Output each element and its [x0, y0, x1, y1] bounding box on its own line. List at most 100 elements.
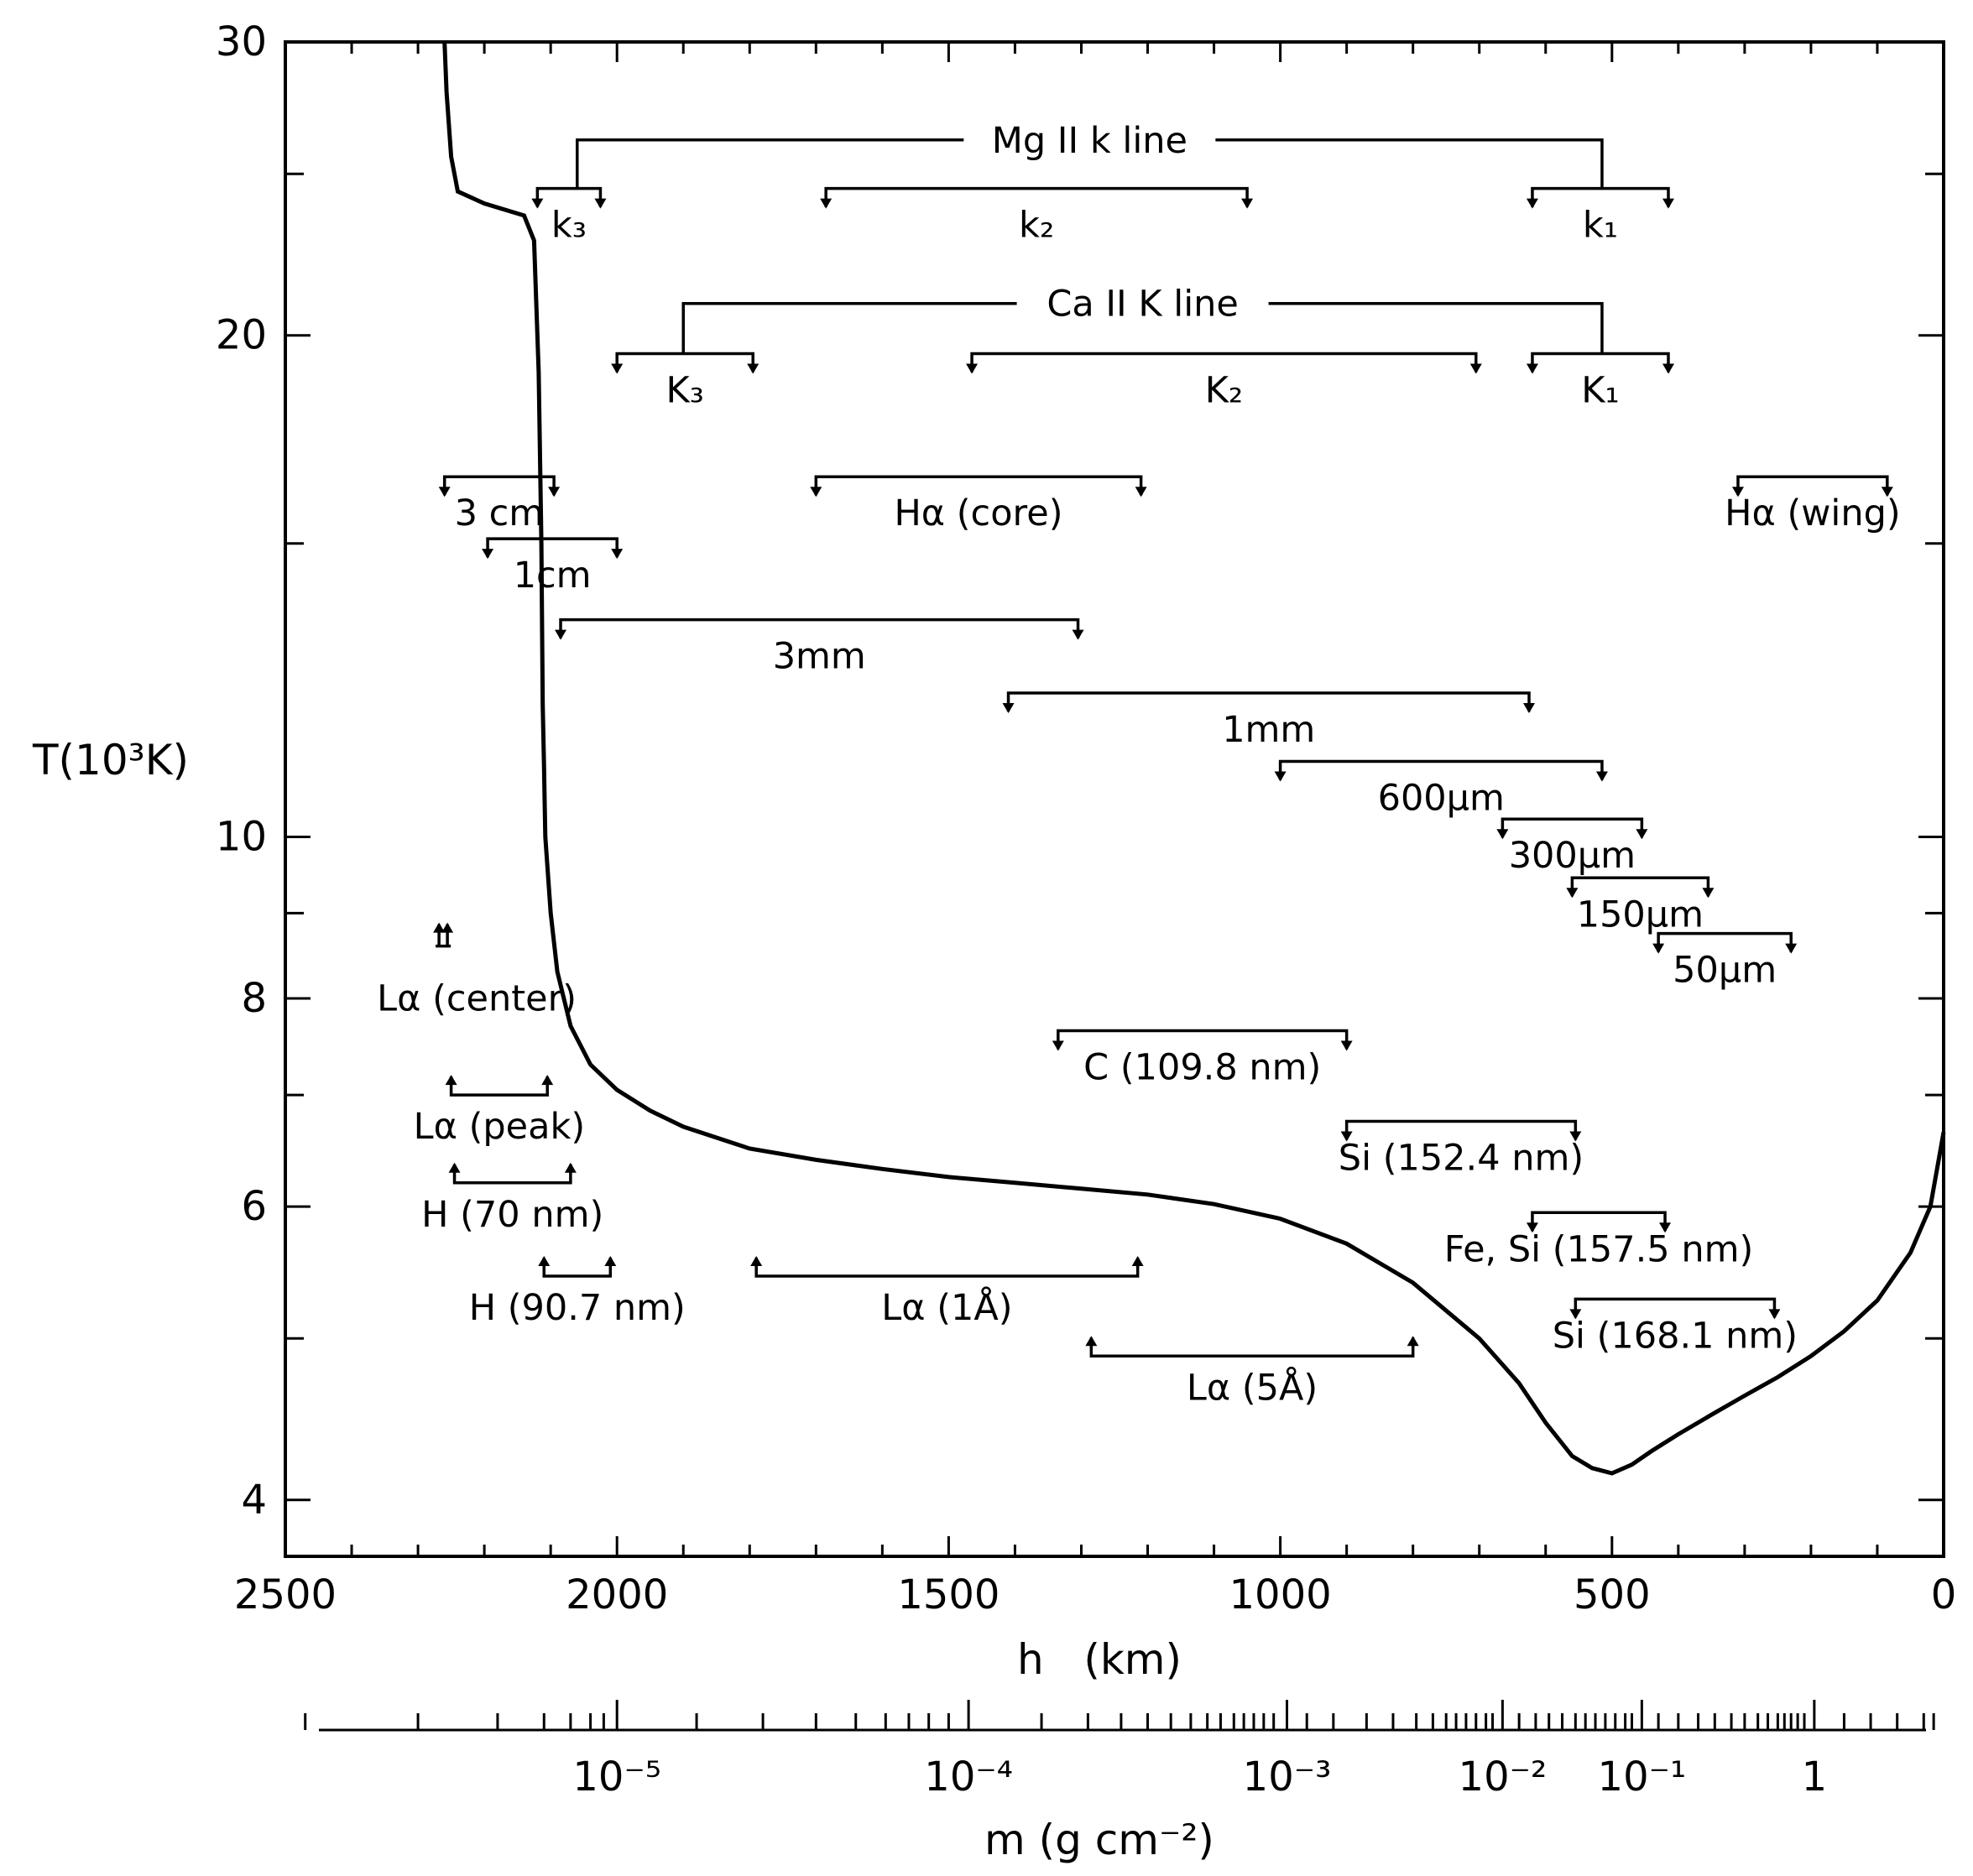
bracket-label: k₂ [1019, 205, 1054, 247]
bracket-arrow [750, 1255, 763, 1266]
bracket-arrow [548, 487, 561, 498]
bracket-label: Si (168.1 nm) [1553, 1315, 1798, 1357]
bracket-label: k₃ [551, 205, 587, 247]
line-group-label-bg [1016, 278, 1269, 329]
bracket-label: K₃ [665, 370, 703, 412]
bracket [1657, 931, 1793, 952]
bracket-label: Hα (core) [894, 492, 1062, 534]
bracket-arrow [441, 922, 454, 933]
bracket-arrow [445, 1075, 457, 1086]
bracket-arrow [1731, 487, 1744, 498]
bracket-arrow [1274, 771, 1287, 782]
bracket-arrow [438, 487, 451, 498]
mass-tick-label: 10⁻² [1459, 1754, 1548, 1800]
bracket-label: 3mm [773, 636, 866, 678]
bracket-arrow [1340, 1040, 1353, 1051]
bracket-arrow [1002, 703, 1015, 714]
bracket-arrow [820, 198, 833, 209]
bracket-arrow [1340, 1131, 1353, 1142]
bracket [615, 352, 754, 373]
bracket [1736, 475, 1889, 496]
bracket-arrow [810, 487, 822, 498]
x-tick-label: 500 [1574, 1571, 1651, 1618]
bracket-label: 600μm [1378, 777, 1505, 819]
bracket-arrow [1785, 943, 1798, 954]
bracket [814, 475, 1143, 496]
bracket [1057, 1029, 1349, 1050]
bracket-label: 3 cm [455, 492, 545, 534]
y-tick-label: 20 [216, 312, 267, 359]
mass-tick-label: 10⁻⁴ [924, 1754, 1013, 1800]
y-tick-label: 10 [216, 814, 267, 861]
y-tick-label: 8 [241, 975, 267, 1022]
bracket-arrow [1636, 829, 1648, 840]
bracket-label: Lα (peak) [414, 1106, 586, 1148]
y-tick-label: 30 [216, 18, 267, 65]
bracket-label: Hα (wing) [1725, 492, 1901, 534]
bracket [1278, 759, 1604, 780]
bracket-arrow [531, 198, 544, 209]
bracket-arrow [538, 1255, 551, 1266]
x-tick-label: 2500 [234, 1571, 337, 1618]
bracket-label: 300μm [1509, 835, 1636, 877]
bracket-label: 1mm [1222, 709, 1315, 751]
bracket-arrow [555, 629, 567, 640]
bracket-label: H (70 nm) [421, 1194, 603, 1236]
bracket-arrow [448, 1162, 461, 1173]
bracket-label: K₁ [1581, 370, 1619, 412]
line-group-label: Ca II K line [1047, 284, 1239, 326]
bracket-arrow [966, 363, 979, 374]
temperature-curve [442, 41, 1946, 1476]
bracket-arrow [611, 363, 624, 374]
bracket-arrow [1652, 943, 1665, 954]
bracket-arrow [1526, 198, 1538, 209]
bracket-label: Lα (1Å) [881, 1286, 1012, 1329]
bracket-arrow [1662, 198, 1674, 209]
bracket [970, 352, 1478, 373]
bracket-label: k₁ [1583, 205, 1618, 247]
bracket-arrow [1569, 1131, 1582, 1142]
y-tick-label: 6 [241, 1183, 267, 1230]
bracket [1344, 1119, 1578, 1140]
mass-tick-label: 10⁻³ [1243, 1754, 1332, 1800]
bracket [559, 618, 1080, 638]
bracket [1574, 1297, 1777, 1318]
bracket [754, 1257, 1140, 1278]
bracket-arrow [1768, 1309, 1781, 1320]
bracket-arrow [541, 1075, 554, 1086]
bracket-arrow [604, 1255, 617, 1266]
bracket-arrow [1523, 703, 1535, 714]
bracket-arrow [1566, 888, 1579, 899]
bracket-label: C (109.8 nm) [1083, 1047, 1321, 1089]
bracket-arrow [1407, 1336, 1419, 1347]
bracket [1531, 1211, 1667, 1232]
mass-tick-label: 1 [1802, 1754, 1828, 1800]
bracket-arrow [747, 363, 759, 374]
bracket [1570, 876, 1710, 897]
bracket [442, 475, 556, 496]
x-tick-label: 2000 [566, 1571, 668, 1618]
mass-tick-label: 10⁻¹ [1598, 1754, 1687, 1800]
x-axis-label: h (km) [1017, 1635, 1182, 1684]
bracket [1531, 186, 1670, 207]
bracket-label: Fe, Si (157.5 nm) [1444, 1228, 1754, 1270]
bracket [535, 186, 603, 207]
bracket-label: Lα (5Å) [1187, 1366, 1318, 1409]
x-tick-label: 1500 [897, 1571, 1000, 1618]
bracket-arrow [594, 198, 607, 209]
bracket [542, 1257, 613, 1278]
bracket-arrow [1595, 771, 1608, 782]
bracket [449, 1076, 549, 1097]
marker-label: Lα (center) [377, 978, 577, 1020]
bracket-arrow [433, 922, 446, 933]
bracket-label: K₂ [1205, 370, 1243, 412]
x-tick-label: 0 [1931, 1571, 1957, 1618]
bracket-label: 150μm [1577, 894, 1704, 935]
mass-tick-label: 10⁻⁵ [572, 1754, 661, 1800]
bracket-arrow [1241, 198, 1254, 209]
line-group-label: Mg II k line [992, 120, 1187, 162]
bracket-arrow [1881, 487, 1893, 498]
bracket [1089, 1337, 1415, 1358]
bracket-label: H (90.7 nm) [469, 1287, 686, 1329]
